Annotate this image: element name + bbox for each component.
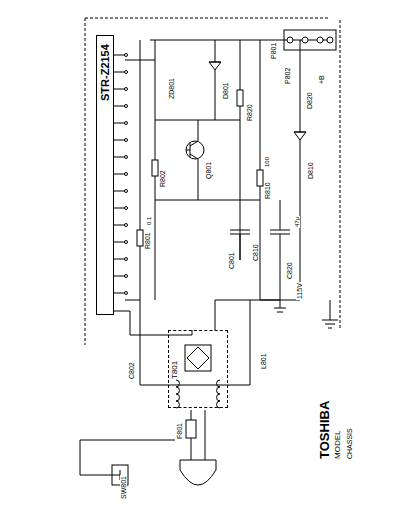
component-label: 0.1: [146, 216, 152, 226]
component-label: R810: [264, 181, 271, 200]
component-label: D810: [307, 161, 314, 180]
component-label: P802: [284, 67, 291, 85]
component-label: Q801: [205, 161, 212, 180]
component-label: C801: [228, 251, 235, 270]
component-label: C802: [128, 361, 135, 380]
component-label: 100: [264, 156, 270, 168]
component-label: L801: [260, 352, 267, 370]
component-label: +B: [318, 74, 325, 85]
component-label: R820: [246, 103, 253, 122]
transformer-box: T801: [168, 330, 228, 408]
component-label: D801: [222, 81, 229, 100]
component-label: F801: [176, 422, 183, 440]
component-label: 47µ: [294, 216, 300, 228]
node-label: T801: [171, 361, 179, 379]
component-label: R801: [144, 231, 151, 250]
title-block-text: TOSHIBA: [318, 400, 331, 460]
ic-box: STR-Z2154: [96, 35, 114, 315]
node-label: STR-Z2154: [100, 44, 111, 101]
component-label: 115V: [296, 282, 303, 300]
wire-connector: [114, 311, 192, 335]
component-label: D820: [306, 91, 313, 110]
component-label: ZD801: [168, 77, 175, 100]
component-label: P801: [270, 42, 277, 60]
title-block-text: CHASSIS: [346, 427, 353, 460]
title-block-text: MODEL: [334, 430, 342, 460]
component-label: C810: [252, 243, 259, 262]
component-label: C820: [286, 261, 293, 280]
component-label: SW801: [120, 475, 127, 500]
component-label: R802: [159, 169, 166, 188]
